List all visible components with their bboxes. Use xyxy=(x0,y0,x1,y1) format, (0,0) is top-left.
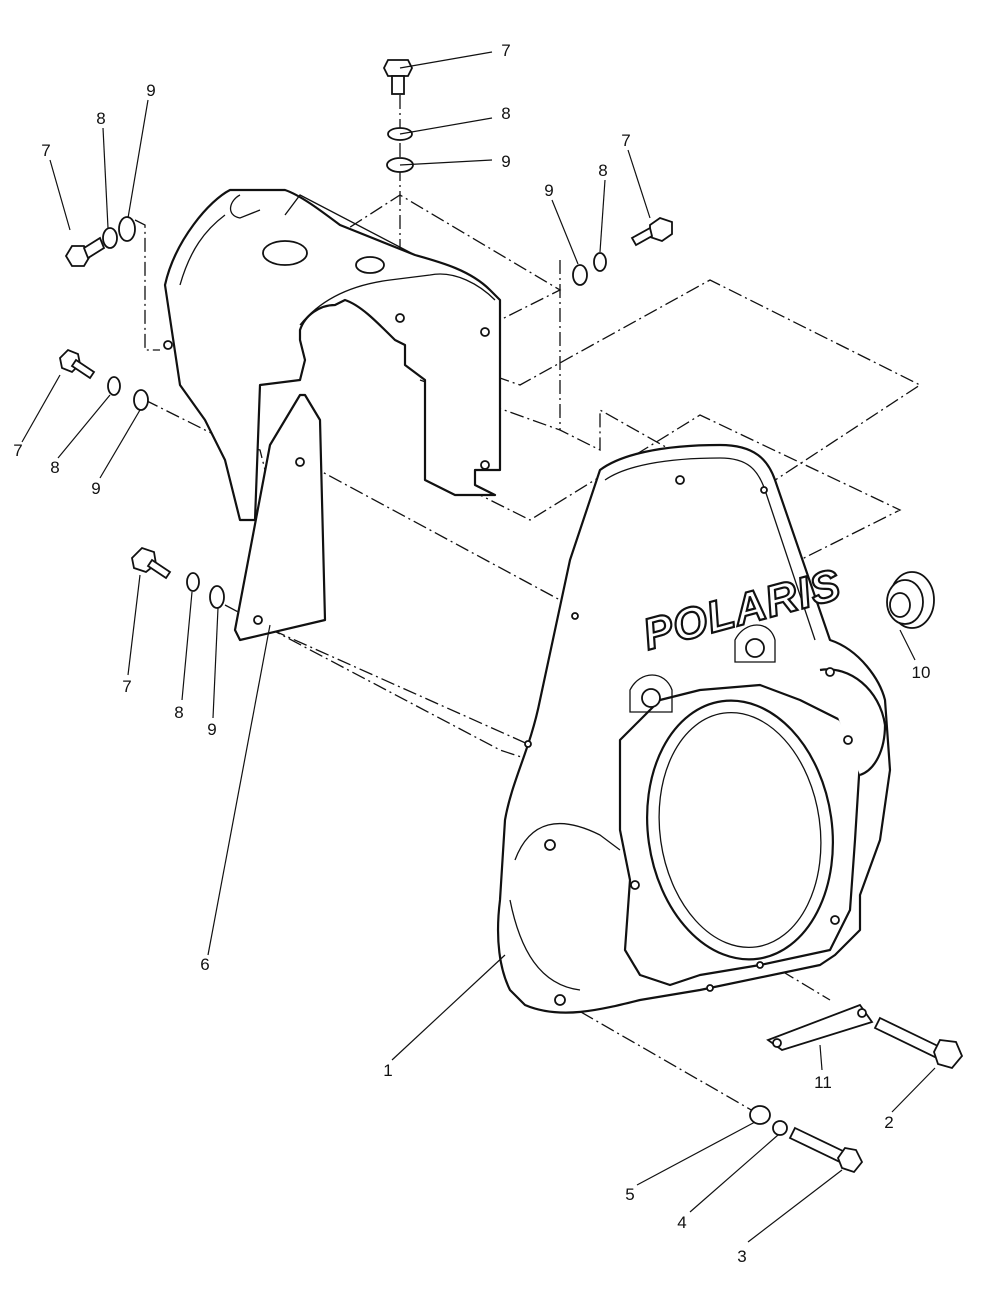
callout-9: 9 xyxy=(544,181,553,200)
hardware xyxy=(59,59,964,1174)
callout-4: 4 xyxy=(677,1213,686,1232)
callout-8: 8 xyxy=(96,109,105,128)
callout-5: 5 xyxy=(625,1185,634,1204)
grommet xyxy=(886,571,935,629)
callout-8: 8 xyxy=(598,161,607,180)
callout-1: 1 xyxy=(383,1061,392,1080)
callout-9: 9 xyxy=(146,81,155,100)
fan-housing: POLARIS xyxy=(496,443,892,1014)
callout-7: 7 xyxy=(501,41,510,60)
callout-3: 3 xyxy=(737,1247,746,1266)
callout-11: 11 xyxy=(814,1073,832,1092)
strap xyxy=(766,1003,874,1051)
callout-9: 9 xyxy=(207,720,216,739)
callout-2: 2 xyxy=(884,1113,893,1132)
callout-7: 7 xyxy=(13,441,22,460)
callout-8: 8 xyxy=(174,703,183,722)
callouts: 7 8 9 7 8 9 7 8 9 7 8 9 7 8 9 6 1 10 11 … xyxy=(13,41,930,1266)
upper-shroud xyxy=(163,188,502,642)
callout-9: 9 xyxy=(501,152,510,171)
leader-lines xyxy=(21,51,936,1243)
callout-6: 6 xyxy=(200,955,209,974)
callout-8: 8 xyxy=(501,104,510,123)
callout-7: 7 xyxy=(41,141,50,160)
callout-8: 8 xyxy=(50,458,59,477)
callout-10: 10 xyxy=(912,663,931,682)
callout-9: 9 xyxy=(91,479,100,498)
callout-7: 7 xyxy=(621,131,630,150)
callout-7: 7 xyxy=(122,677,131,696)
